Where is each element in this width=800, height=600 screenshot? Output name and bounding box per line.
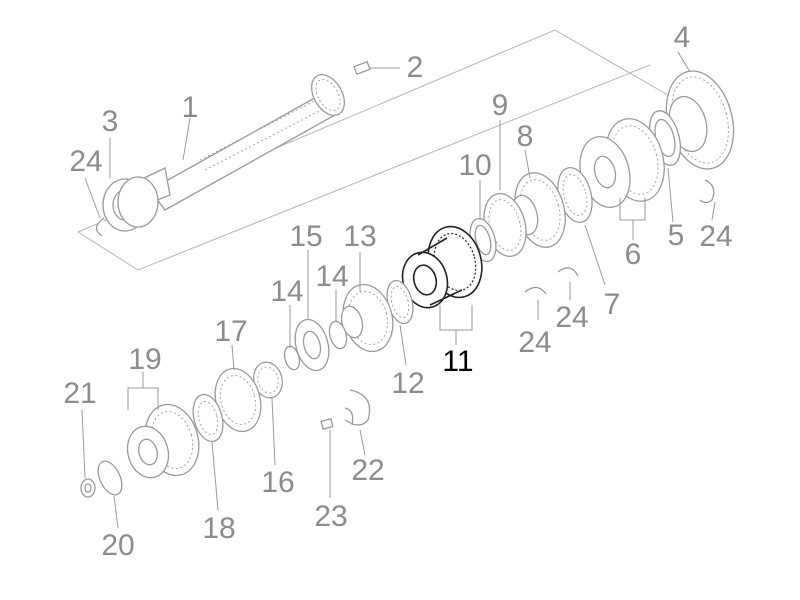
label-part-8: 8	[516, 120, 534, 153]
part-14-washer-upper	[328, 320, 348, 350]
label-part-4: 4	[673, 21, 691, 54]
label-part-16: 16	[261, 466, 295, 499]
part-19-synchronizer	[126, 403, 200, 479]
part-24-circlip-a	[95, 217, 105, 237]
label-part-14-lower: 14	[270, 275, 304, 308]
label-part-17: 17	[214, 315, 248, 348]
part-6-synchronizer	[579, 118, 665, 208]
label-part-19: 19	[128, 343, 162, 376]
part-24-circlip-c	[524, 286, 547, 295]
part-21-nut	[80, 478, 96, 498]
label-part-1: 1	[181, 91, 199, 124]
label-part-24-a: 24	[69, 145, 103, 178]
label-part-21: 21	[63, 377, 97, 410]
label-part-24-b: 24	[699, 220, 733, 253]
label-part-9: 9	[491, 89, 509, 122]
label-part-2: 2	[406, 51, 424, 84]
part-24-circlip-b	[699, 179, 715, 204]
part-3-bearing	[102, 176, 159, 232]
label-part-15: 15	[289, 220, 323, 253]
part-20-washer	[97, 460, 123, 496]
label-part-7: 7	[603, 288, 621, 321]
leader-lines	[81, 51, 716, 529]
label-part-24-c: 24	[518, 326, 552, 359]
label-part-6: 6	[624, 238, 642, 271]
part-1-main-shaft	[139, 74, 346, 211]
part-16-needle-bearing	[253, 361, 283, 399]
label-part-22: 22	[351, 454, 385, 487]
part-23-screw	[320, 418, 334, 430]
label-part-14-upper: 14	[315, 260, 349, 293]
part-15-bearing	[294, 318, 330, 372]
label-part-12: 12	[391, 367, 425, 400]
label-part-13: 13	[343, 220, 377, 253]
label-part-20: 20	[101, 529, 135, 562]
part-24-circlip-d	[557, 267, 579, 277]
part-11-synchronizer-hub	[401, 225, 483, 309]
label-part-23: 23	[314, 500, 348, 533]
label-part-11: 11	[442, 345, 474, 378]
label-part-18: 18	[202, 512, 236, 545]
part-2-pin	[353, 61, 371, 75]
label-part-5: 5	[667, 219, 685, 252]
part-13-gear	[340, 283, 394, 353]
label-part-10: 10	[458, 149, 492, 182]
part-22-clip	[344, 389, 371, 426]
part-18-ring	[192, 393, 224, 443]
label-part-24-d: 24	[555, 301, 589, 334]
label-part-3: 3	[101, 105, 119, 138]
